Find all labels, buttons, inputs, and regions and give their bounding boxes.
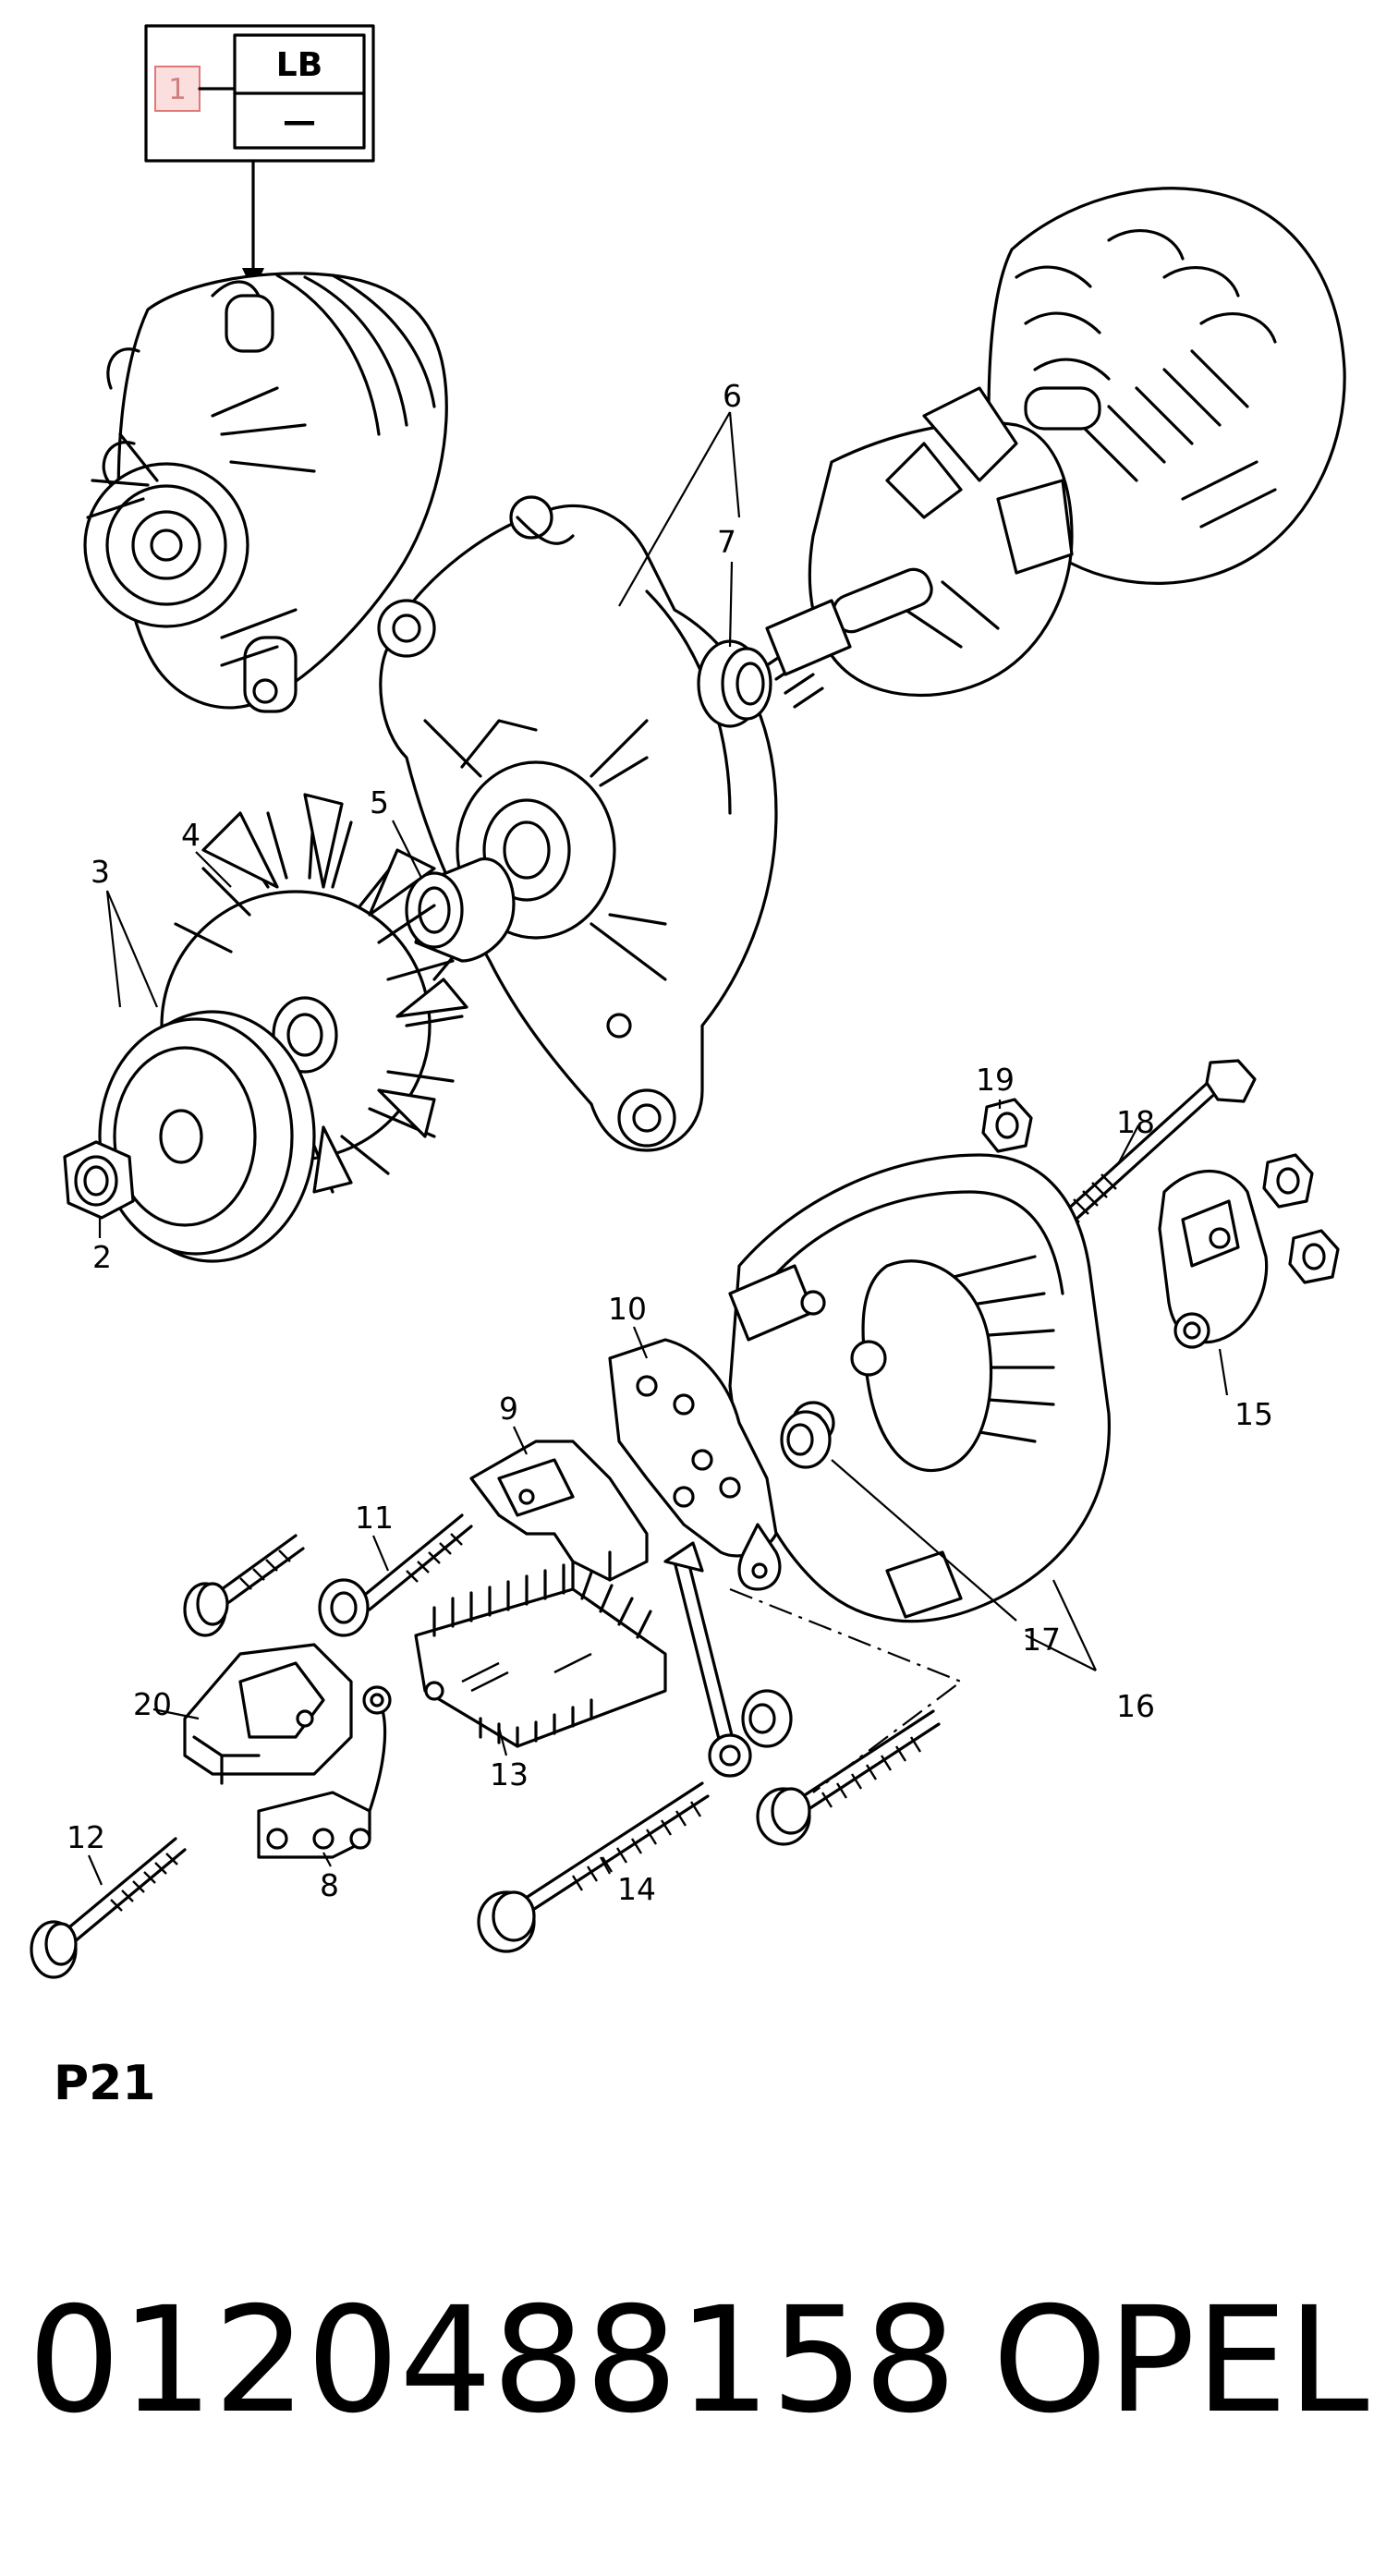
sleeve [780, 1410, 832, 1469]
leader-lines [87, 411, 1229, 1886]
callout-6: 6 [723, 378, 742, 414]
drive-end-bracket [377, 495, 778, 1152]
callout-17: 17 [1022, 1622, 1061, 1658]
callout-9: 9 [499, 1391, 518, 1427]
callout-18: 18 [1116, 1104, 1155, 1140]
rotor-stator-assembly [765, 187, 1346, 709]
callout-13: 13 [490, 1756, 529, 1792]
legend-top-text: LB [276, 46, 322, 84]
legend-box: 1 LB — [144, 24, 375, 292]
callout-5: 5 [370, 784, 389, 820]
callout-4: 4 [181, 817, 201, 853]
terminal-block [1158, 1170, 1269, 1349]
spacer-ring [697, 639, 772, 728]
callout-16: 16 [1116, 1688, 1155, 1724]
connector-link [257, 1685, 392, 1859]
pulley-nut [63, 1140, 135, 1220]
screw-12 [30, 1837, 187, 1979]
assembly-centerline [729, 1587, 964, 1793]
ground-strap [663, 1541, 752, 1778]
pulley [98, 1010, 316, 1263]
callout-15: 15 [1234, 1396, 1273, 1432]
screw-upper-left [183, 1534, 305, 1637]
callout-20: 20 [133, 1686, 172, 1722]
screw-14-left [477, 1781, 710, 1953]
legend-ref-number: 1 [168, 73, 187, 106]
legend-ref-box [154, 66, 201, 112]
nut-15a [1262, 1153, 1314, 1209]
bearing [405, 857, 516, 963]
slip-ring-end-housing [728, 1153, 1111, 1623]
callout-14: 14 [617, 1871, 656, 1907]
callout-12: 12 [67, 1819, 105, 1855]
callout-10: 10 [608, 1291, 647, 1327]
bracket-plate [608, 1338, 782, 1591]
callout-labels: 2 3 4 5 6 7 8 9 10 11 12 13 14 15 16 17 … [67, 378, 1273, 1907]
callout-19: 19 [976, 1062, 1015, 1098]
legend-bottom-text: — [283, 103, 316, 140]
callout-8: 8 [320, 1867, 339, 1903]
footer-brand: OPEL [992, 2276, 1369, 2446]
page-code: P21 [54, 2056, 156, 2111]
washer [741, 1689, 793, 1748]
callout-3: 3 [91, 854, 110, 890]
footer-part-number: 0120488158 [28, 2276, 957, 2446]
screw-11 [318, 1513, 473, 1637]
regulator [183, 1643, 353, 1785]
nut-19 [981, 1098, 1033, 1153]
assembled-alternator [83, 272, 448, 713]
footer: 0120488158 OPEL [28, 2276, 1369, 2446]
screw-14-right [756, 1709, 941, 1846]
callout-2: 2 [92, 1239, 112, 1275]
callout-11: 11 [355, 1500, 394, 1536]
rectifier-heatsink [414, 1563, 667, 1748]
callout-7: 7 [717, 524, 736, 560]
nut-15b [1288, 1229, 1340, 1284]
brush-holder [469, 1440, 649, 1591]
